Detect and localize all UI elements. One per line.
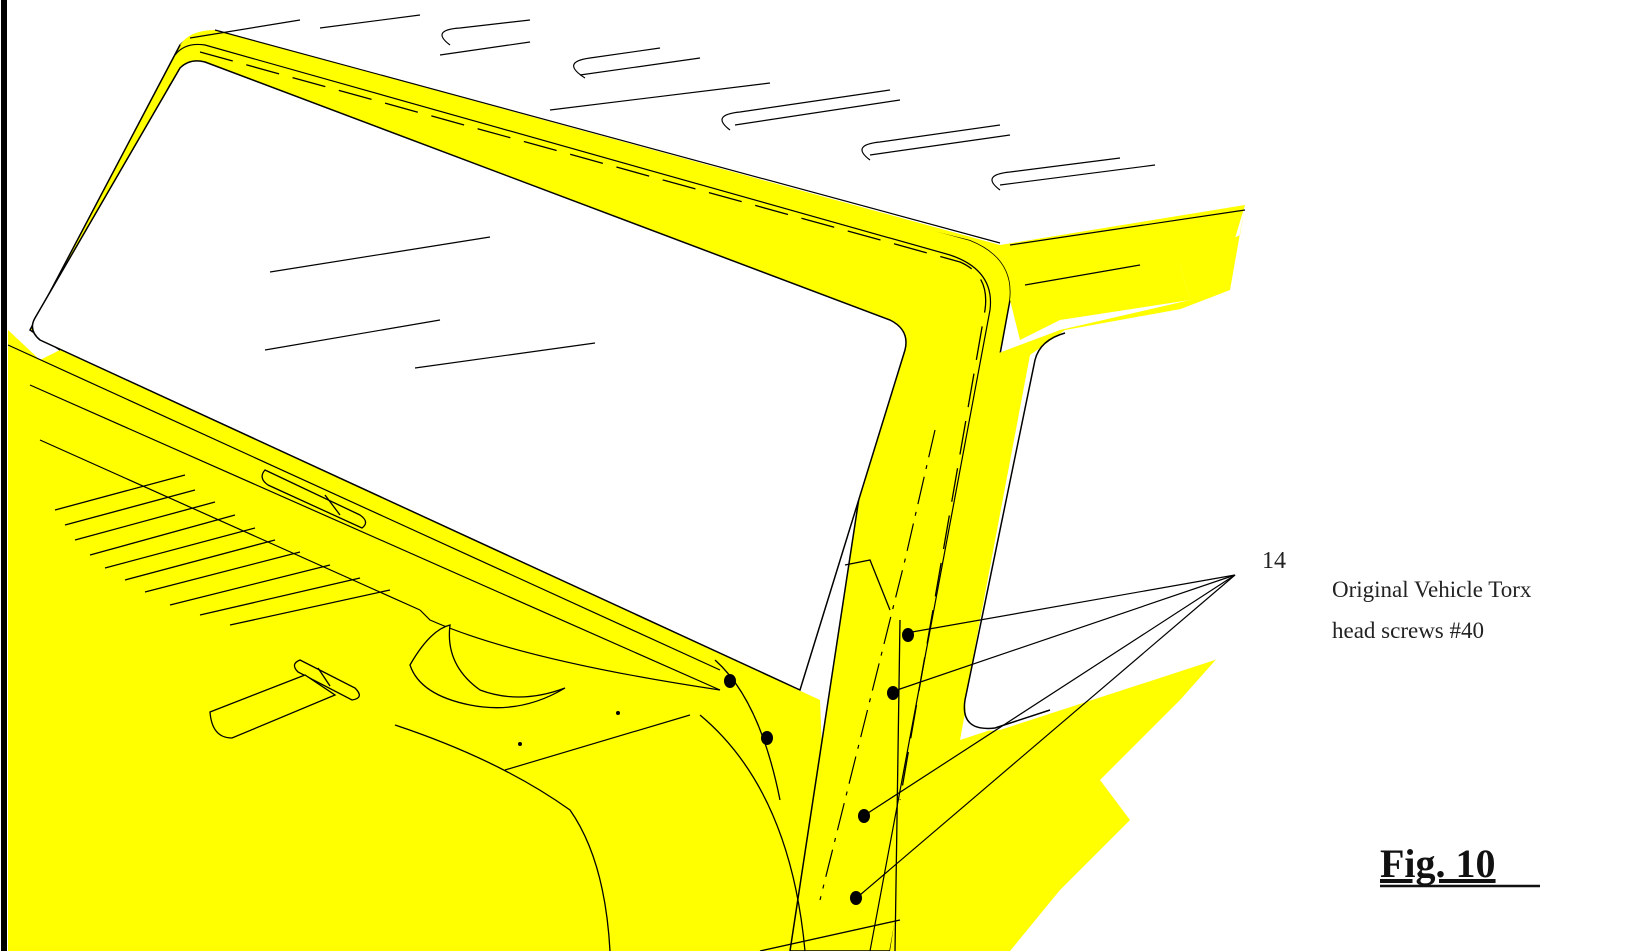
body-side-panel bbox=[890, 205, 1245, 951]
torx-screw-icon bbox=[902, 628, 914, 642]
small-rivet bbox=[616, 711, 620, 715]
figure-label: Fig. 10 bbox=[1380, 841, 1496, 886]
glass-reflection-line bbox=[269, 236, 491, 273]
torx-screw-icon bbox=[761, 731, 773, 745]
pillar-dashdot-line bbox=[819, 429, 936, 901]
callout-description-line2: head screws #40 bbox=[1332, 618, 1484, 643]
torx-screws bbox=[724, 628, 914, 905]
frame-inner-line bbox=[174, 43, 992, 951]
hood-vent-slats bbox=[54, 474, 391, 626]
hood-body bbox=[8, 330, 830, 951]
roof-rail bbox=[180, 30, 1245, 340]
torx-screw-icon bbox=[850, 891, 862, 905]
torx-screw-icon bbox=[724, 674, 736, 688]
glass-reflection-line bbox=[264, 319, 441, 351]
callout-description-line1: Original Vehicle Torx bbox=[1332, 577, 1532, 602]
hood-bulge bbox=[409, 624, 566, 709]
fender-curves bbox=[394, 559, 901, 951]
frame-seal-dashed-line bbox=[199, 51, 987, 801]
callout-number: 14 bbox=[1262, 548, 1286, 574]
torx-screw-icon bbox=[887, 686, 899, 700]
torx-screw-icon bbox=[858, 809, 870, 823]
lower-hinge bbox=[209, 659, 360, 739]
roof-slats bbox=[189, 14, 1246, 286]
upper-hinge bbox=[261, 469, 367, 529]
glass-reflection-line bbox=[414, 342, 596, 369]
side-window-outline bbox=[963, 332, 1066, 730]
side-window-opening bbox=[965, 300, 1230, 731]
small-rivet bbox=[518, 742, 522, 746]
windshield-glass bbox=[31, 60, 907, 692]
pillar-edge-line bbox=[894, 619, 901, 951]
callout-leader-lines bbox=[859, 574, 1236, 896]
frame-outer-edge bbox=[214, 29, 1001, 244]
